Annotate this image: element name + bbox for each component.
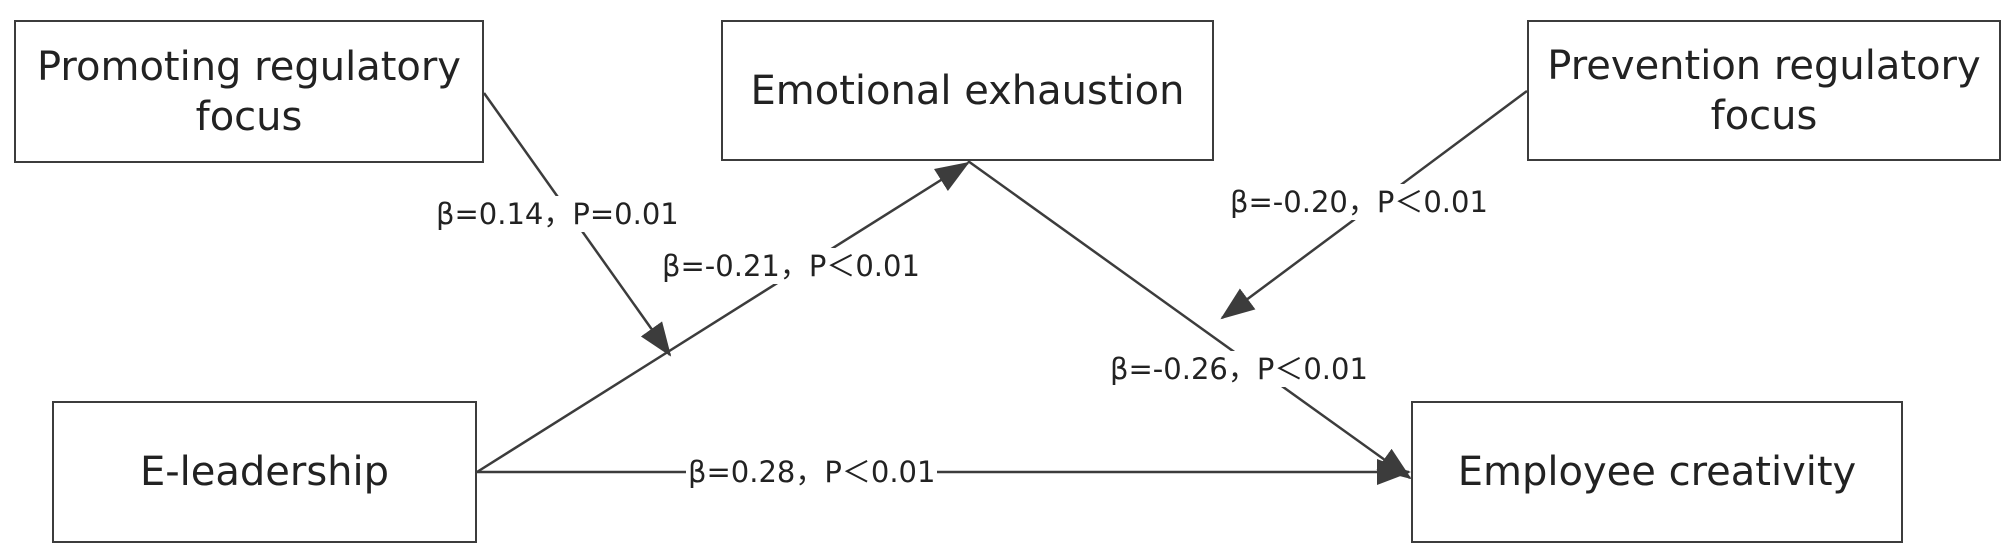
coefficient-prevention-moderation: β=-0.20，P＜0.01 — [1228, 184, 1490, 220]
node-label: Promoting regulatory focus — [37, 43, 461, 140]
node-label: Prevention regulatory focus — [1547, 42, 1981, 139]
coefficient-promoting-moderation: β=0.14，P=0.01 — [434, 196, 681, 232]
arrow-eleadership-to-exhaustion — [476, 161, 970, 474]
node-employee-creativity: Employee creativity — [1411, 401, 1903, 543]
arrow-exhaustion-to-creativity — [967, 159, 1412, 480]
node-label: Emotional exhaustion — [750, 67, 1185, 114]
node-prevention-regulatory-focus: Prevention regulatory focus — [1527, 20, 2001, 161]
coefficient-exhaustion-to-creativity: β=-0.26，P＜0.01 — [1108, 351, 1370, 387]
node-label: E-leadership — [139, 449, 390, 495]
node-e-leadership: E-leadership — [52, 401, 477, 543]
coefficient-eleadership-to-creativity: β=0.28，P＜0.01 — [686, 454, 938, 490]
node-emotional-exhaustion: Emotional exhaustion — [721, 20, 1214, 161]
coefficient-eleadership-to-exhaustion: β=-0.21，P＜0.01 — [660, 248, 922, 284]
node-label: Employee creativity — [1457, 449, 1857, 495]
node-promoting-regulatory-focus: Promoting regulatory focus — [14, 20, 484, 163]
